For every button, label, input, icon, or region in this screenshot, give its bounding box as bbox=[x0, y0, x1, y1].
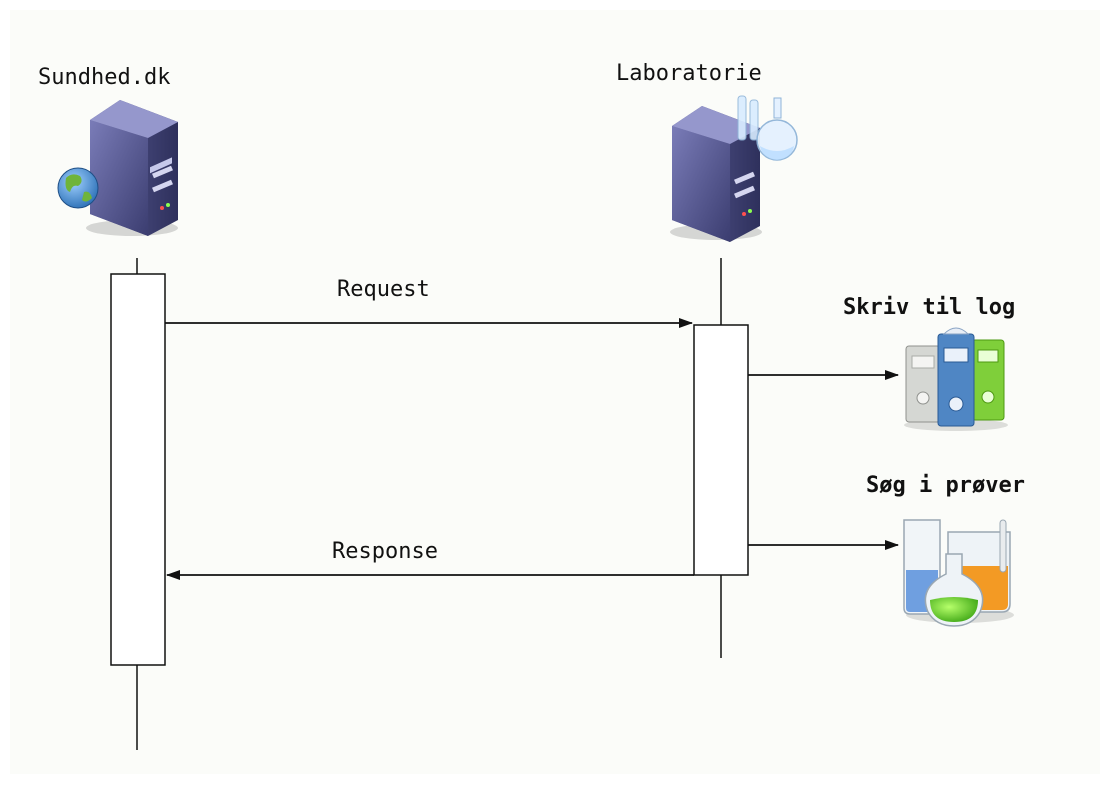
log-action-label: Skriv til log bbox=[843, 295, 1015, 320]
response-label: Response bbox=[332, 539, 438, 564]
participant-label-right: Laboratorie bbox=[616, 61, 762, 86]
lab-server-icon bbox=[670, 95, 798, 242]
lab-glassware-icon bbox=[903, 519, 1014, 627]
search-action-label: Søg i prøver bbox=[866, 473, 1025, 498]
participant-label-left: Sundhed.dk bbox=[38, 65, 170, 90]
binders-icon bbox=[904, 327, 1008, 431]
activation-box-right bbox=[693, 324, 749, 576]
request-label: Request bbox=[337, 277, 430, 302]
activation-box-left bbox=[110, 273, 166, 666]
web-server-icon bbox=[57, 100, 178, 236]
